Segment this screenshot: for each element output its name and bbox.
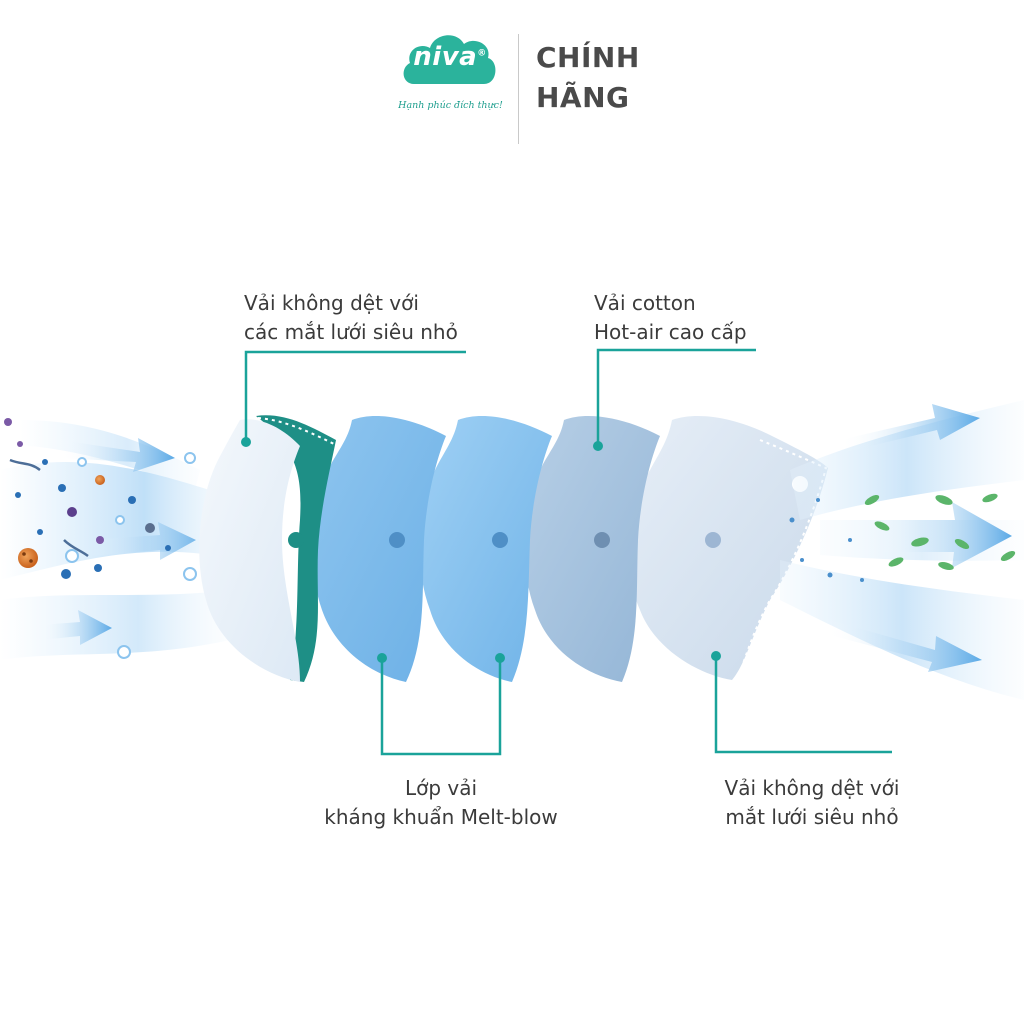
virus-icon <box>18 475 105 568</box>
layer-outer-nonwoven <box>199 415 336 682</box>
badge-line-2: HÃNG <box>536 81 630 114</box>
callout-line-cotton <box>596 348 756 446</box>
logo-cloud-icon <box>403 35 496 84</box>
callout-line-meltblown <box>380 658 502 756</box>
callout-line-outer <box>244 350 466 442</box>
label-inner-nonwoven: Vải không dệt với mắt lưới siêu nhỏ <box>724 776 900 829</box>
logo-tagline: Hạnh phúc đích thực! <box>398 100 503 111</box>
badge-line-1: CHÍNH <box>536 41 640 74</box>
niva-logo: niva® Hạnh phúc đích thực! <box>388 28 513 128</box>
layer-cotton <box>524 415 660 682</box>
header-divider <box>518 34 519 144</box>
arrow-out-icon <box>826 404 1012 672</box>
layer-inner-nonwoven <box>628 415 828 680</box>
label-meltblown: Lớp vải kháng khuẩn Melt-blow <box>324 776 558 829</box>
leaf-icon <box>864 493 1016 570</box>
logo-wordmark: niva® <box>413 42 487 72</box>
layer-meltblown-2 <box>419 415 552 682</box>
callout-line-inner <box>714 656 892 754</box>
label-cotton: Vải cotton Hot-air cao cấp <box>594 291 747 344</box>
label-outer-nonwoven: Vải không dệt với các mắt lưới siêu nhỏ <box>244 291 458 344</box>
layer-meltblown-1 <box>312 415 446 682</box>
brand-header: niva® Hạnh phúc đích thực! CHÍNH HÃNG <box>0 24 1024 154</box>
airflow-out <box>780 400 1024 700</box>
authentic-badge: CHÍNH HÃNG <box>536 38 640 118</box>
callout-lines <box>241 348 892 756</box>
pollutant-particles <box>4 418 197 659</box>
